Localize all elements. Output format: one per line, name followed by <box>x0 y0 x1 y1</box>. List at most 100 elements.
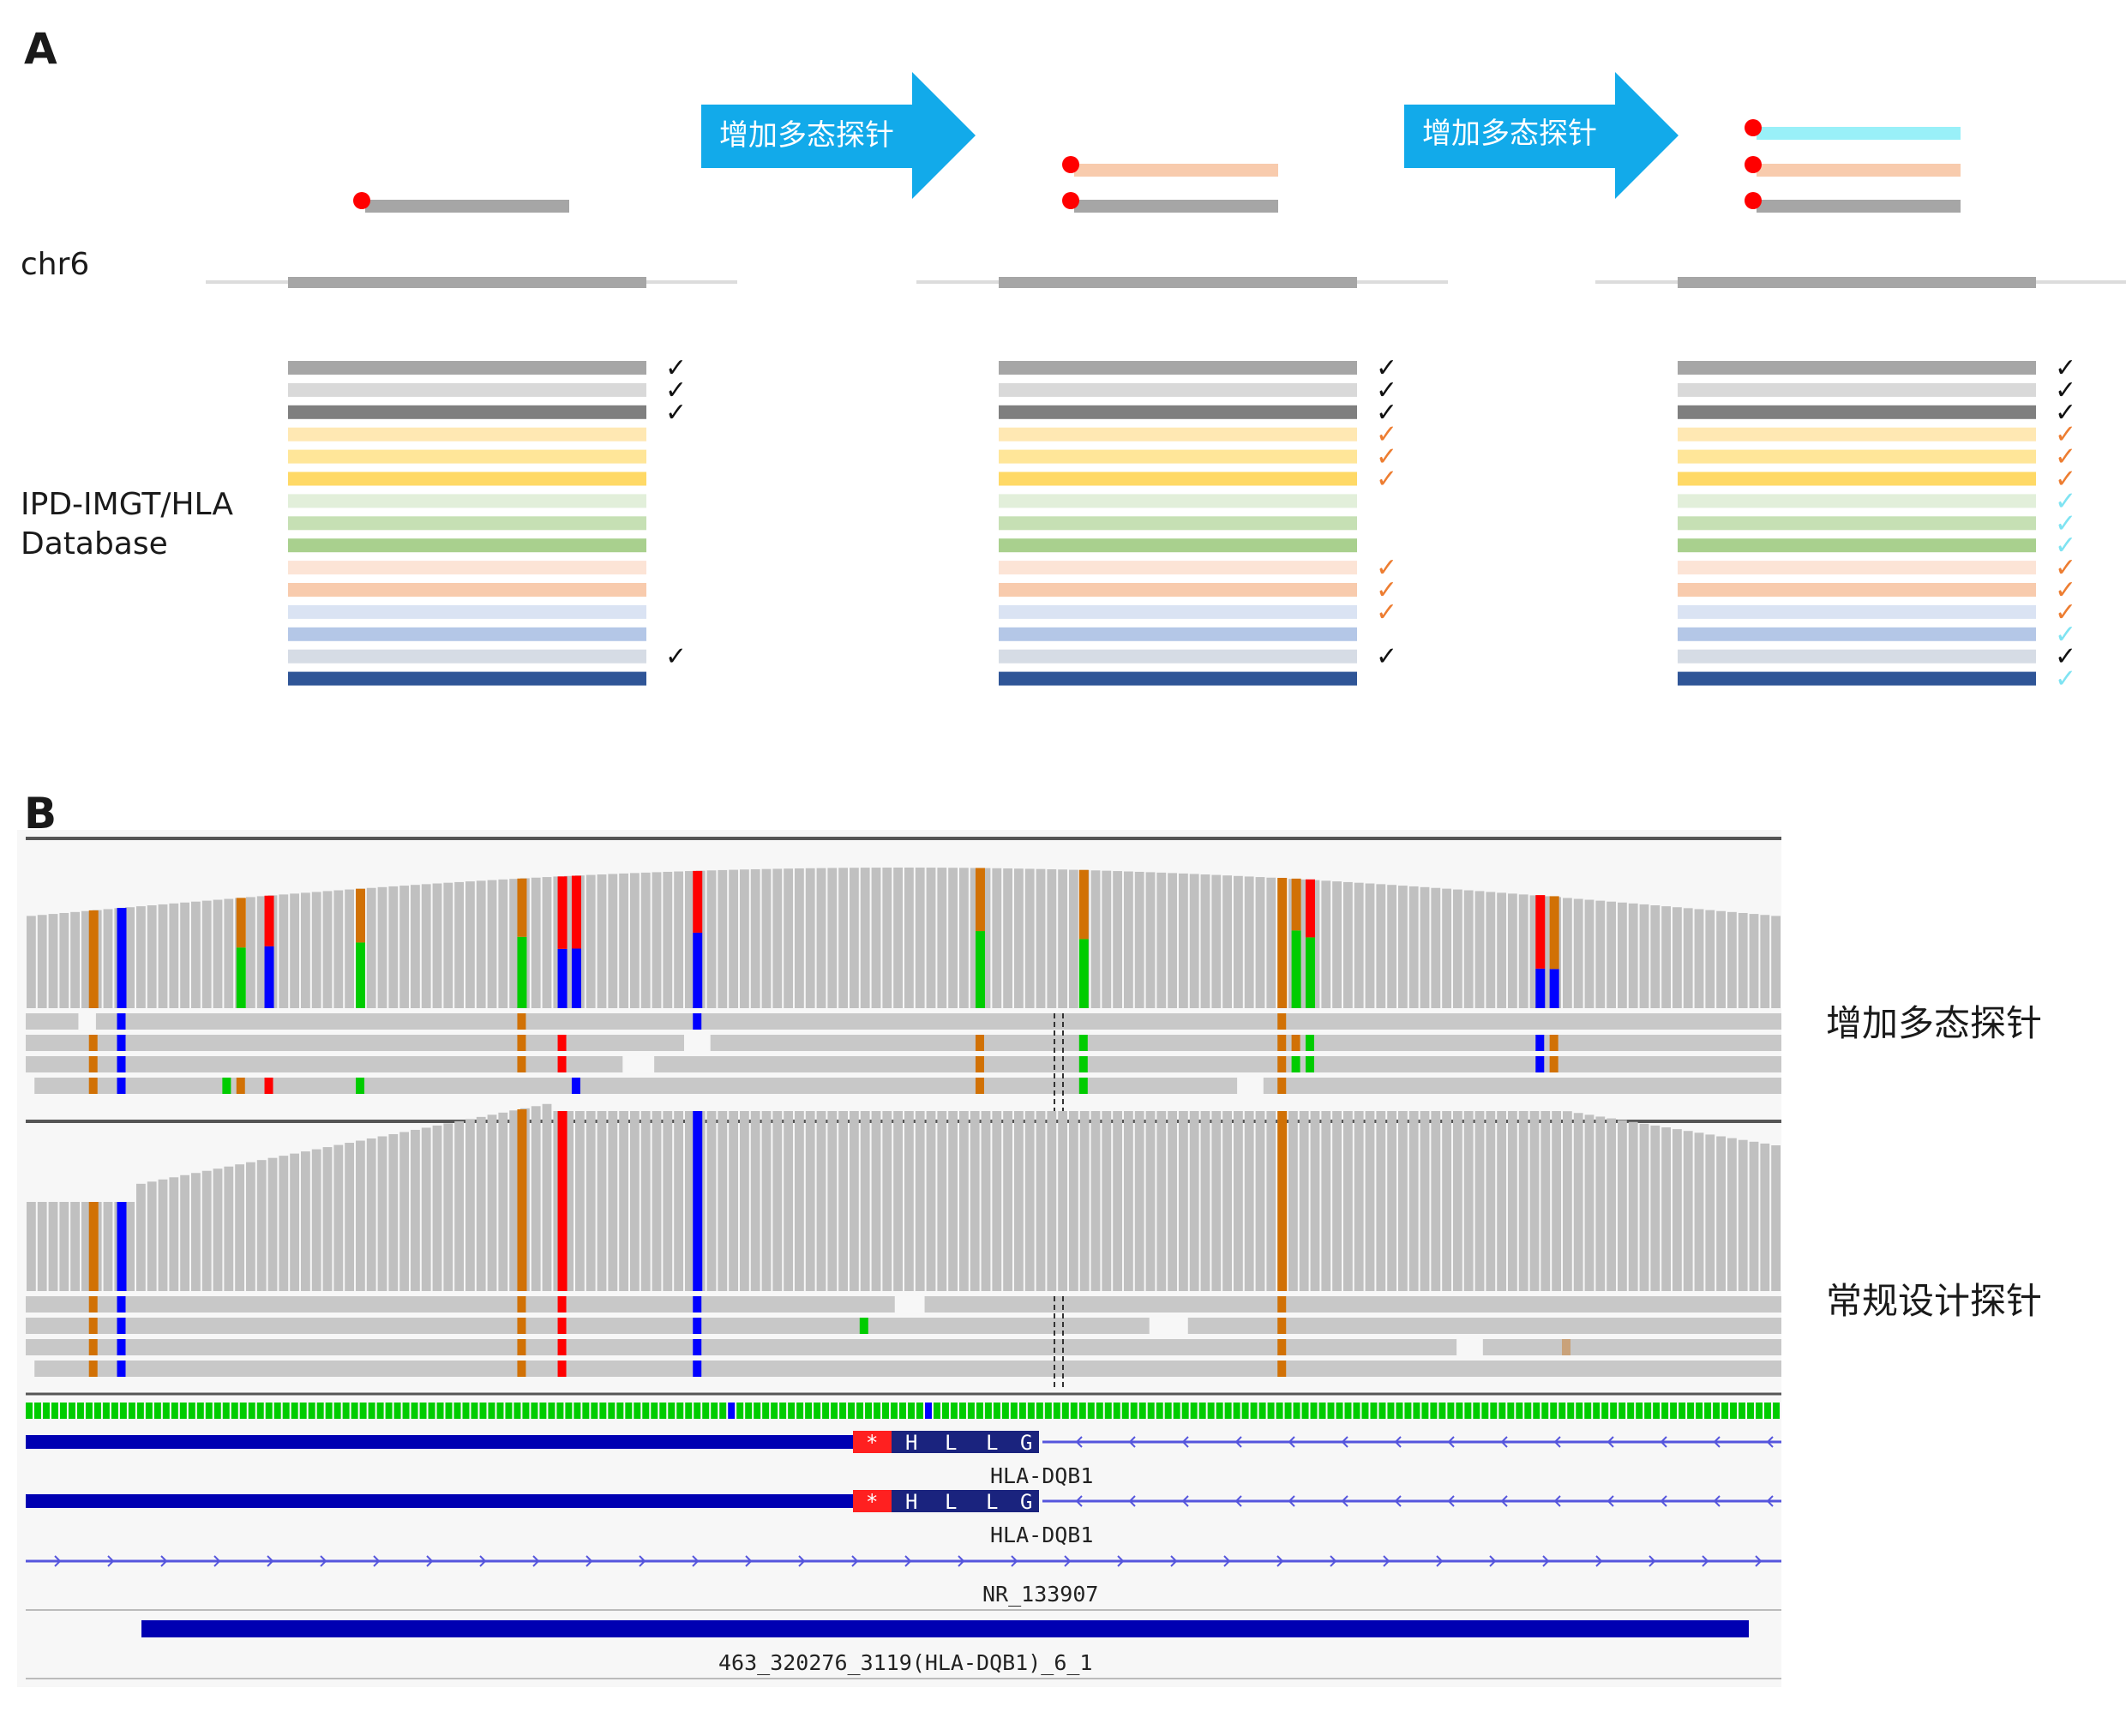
top-read-mismatch <box>1277 1013 1287 1030</box>
bottom-coverage-coverage-bar <box>1288 1111 1298 1291</box>
reference-base <box>950 1403 958 1419</box>
bottom-coverage-coverage-bar <box>1573 1113 1583 1291</box>
reference-base <box>719 1403 727 1419</box>
reference-base <box>402 1403 410 1419</box>
bottom-coverage-coverage-bar <box>1694 1132 1704 1291</box>
reference-base <box>308 1403 315 1419</box>
bottom-coverage-coverage-bar <box>795 1111 804 1291</box>
reference-base <box>1730 1403 1738 1419</box>
probe-dot-s2-orange <box>1062 156 1079 173</box>
top-read-mismatch <box>117 1078 126 1094</box>
top-coverage-coverage-bar <box>597 874 607 1008</box>
bottom-coverage-coverage-bar <box>784 1111 793 1291</box>
top-coverage-coverage-bar <box>948 868 958 1008</box>
top-coverage-coverage-bar <box>279 894 289 1008</box>
reference-base <box>1756 1403 1763 1419</box>
reference-base <box>856 1403 864 1419</box>
top-coverage-coverage-bar <box>290 893 299 1008</box>
bottom-coverage-coverage-bar <box>1266 1111 1276 1291</box>
chr-label: chr6 <box>21 247 90 282</box>
reference-base <box>1747 1403 1755 1419</box>
top-coverage-coverage-bar <box>1771 916 1781 1008</box>
gene-nr-133907-strand-arrow <box>1383 1555 1390 1567</box>
reference-base <box>471 1403 478 1419</box>
top-coverage-variant-bar <box>1277 877 1288 1008</box>
reference-base <box>1413 1403 1420 1419</box>
bottom-coverage-coverage-bar <box>1036 1111 1046 1291</box>
top-coverage-coverage-bar <box>509 879 519 1008</box>
bottom-coverage-coverage-bar <box>454 1120 464 1291</box>
reference-base <box>788 1403 796 1419</box>
top-coverage-coverage-bar <box>1705 910 1715 1008</box>
allele-row-3-11 <box>1678 583 2036 597</box>
top-coverage-coverage-bar <box>1058 869 1067 1008</box>
bottom-coverage-coverage-bar <box>1321 1111 1331 1291</box>
bottom-coverage-coverage-bar <box>432 1125 442 1291</box>
reference-base <box>796 1403 804 1419</box>
top-coverage-coverage-bar <box>640 872 651 1008</box>
top-coverage-coverage-bar <box>1124 871 1133 1008</box>
top-coverage-variant-bar <box>117 908 127 1008</box>
db-label-line1: IPD-IMGT/HLA <box>21 487 234 522</box>
top-coverage-coverage-bar <box>674 871 683 1008</box>
top-coverage-coverage-bar <box>1442 888 1451 1008</box>
reference-base <box>1456 1403 1463 1419</box>
top-coverage-coverage-bar <box>1673 907 1682 1008</box>
bottom-coverage-coverage-bar <box>411 1129 420 1291</box>
reference-base <box>1361 1403 1369 1419</box>
reference-base <box>513 1403 521 1419</box>
allele-row-1-15 <box>288 671 646 686</box>
top-read-mismatch <box>1078 1078 1088 1094</box>
panel-a-diagram: ✓✓✓✓✓✓✓✓✓✓✓✓✓✓✓✓✓✓✓✓✓✓✓✓✓✓✓✓✓ <box>206 119 2126 694</box>
bottom-coverage-variant-bar <box>693 1111 703 1291</box>
bottom-coverage-coverage-bar <box>542 1103 552 1291</box>
top-coverage-coverage-bar <box>70 911 80 1008</box>
reference-base <box>907 1403 915 1419</box>
reference-base <box>1430 1403 1438 1419</box>
bottom-read-mismatch <box>1277 1339 1287 1355</box>
bottom-coverage-coverage-bar <box>366 1138 376 1291</box>
allele-row-1-14 <box>288 649 646 664</box>
allele-row-2-3 <box>999 405 1357 419</box>
gene-nr-133907-strand-arrow <box>373 1555 381 1567</box>
allele-row-2-1 <box>999 361 1357 375</box>
reference-base <box>1293 1403 1300 1419</box>
top-coverage-variant-bar <box>1078 939 1089 1008</box>
top-coverage-coverage-bar <box>1255 877 1265 1008</box>
top-coverage-variant-bar <box>693 870 703 933</box>
top-coverage-coverage-bar <box>1321 880 1331 1008</box>
reference-base <box>1378 1403 1386 1419</box>
reference-base <box>111 1403 118 1419</box>
top-coverage-coverage-bar <box>454 881 464 1008</box>
gene-nr-133907-strand-arrow <box>1276 1555 1284 1567</box>
top-coverage-coverage-bar <box>125 907 135 1008</box>
gene-nr-133907-strand-arrow <box>1595 1555 1603 1567</box>
top-coverage-coverage-bar <box>630 873 640 1008</box>
gene-hla-dqb1-b-strand-arrow <box>1128 1495 1136 1507</box>
bottom-coverage-coverage-bar <box>290 1153 299 1291</box>
top-coverage-coverage-bar <box>399 886 409 1008</box>
reference-base <box>976 1403 983 1419</box>
reference-base <box>805 1403 813 1419</box>
bottom-coverage-coverage-bar <box>1024 1111 1035 1291</box>
gene-hla-dqb1-b-strand-arrow <box>1181 1495 1189 1507</box>
top-read-mismatch <box>117 1013 126 1030</box>
bottom-coverage-coverage-bar <box>860 1111 870 1291</box>
bottom-coverage-coverage-bar <box>246 1162 255 1291</box>
gene-hla-dqb1-b-exon <box>26 1494 853 1508</box>
bottom-read <box>924 1296 1781 1313</box>
bottom-read-mismatch <box>557 1318 567 1334</box>
reference-base <box>1370 1403 1378 1419</box>
gene-hla-dqb1-b-exon-letter: * <box>866 1490 878 1514</box>
reference-base <box>256 1403 264 1419</box>
reference-base <box>702 1403 710 1419</box>
bottom-coverage-coverage-bar <box>1102 1111 1112 1291</box>
reference-base <box>1053 1403 1060 1419</box>
gene-nr-133907-strand-arrow <box>1170 1555 1178 1567</box>
reference-base <box>1130 1403 1138 1419</box>
top-coverage-variant-bar <box>693 932 703 1008</box>
reference-base <box>359 1403 367 1419</box>
reference-base <box>205 1403 213 1419</box>
top-coverage-coverage-bar <box>860 868 870 1008</box>
